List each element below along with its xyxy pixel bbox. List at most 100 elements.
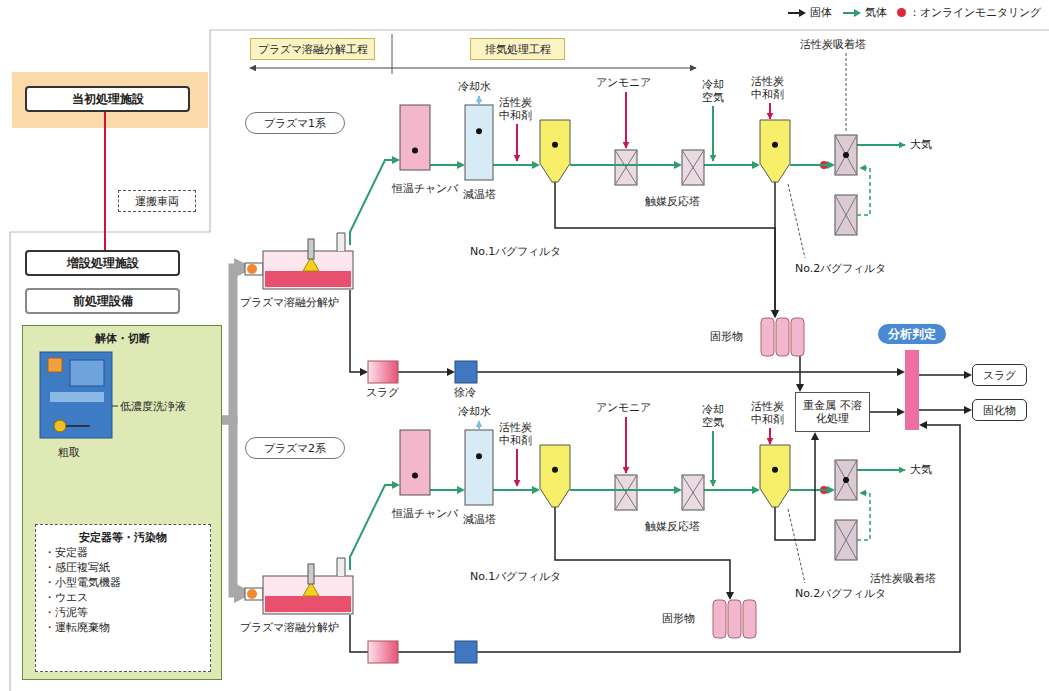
list-item: ・ウエス [44, 590, 202, 605]
stage-span-arrow [250, 68, 696, 69]
transport-box: 運搬車両 [118, 190, 196, 212]
input-label: 冷却 空気 [700, 78, 726, 104]
equipment-label: 触媒反応塔 [645, 195, 700, 208]
gas-flow-line [350, 160, 392, 245]
equipment-label: 徐冷 [454, 386, 476, 399]
equipment-label: 固形物 [710, 330, 743, 343]
box-label: スラグ [983, 369, 1016, 382]
system-label-box: プラズマ2系 [245, 437, 345, 459]
solids-silo: 固形物 [712, 600, 757, 638]
furnace-shape [245, 570, 355, 615]
output-box: スラグ [972, 364, 1027, 386]
gas-flow-line [704, 164, 752, 166]
ads-shape [835, 460, 857, 500]
equipment-label: スラグ [366, 386, 399, 399]
output-label: 大気 [910, 463, 932, 476]
box-label: 増設処理施設 [67, 257, 139, 270]
stage-header: 排気処理工程 [470, 38, 565, 60]
bf-shape [760, 120, 790, 182]
equipment-label: 減温塔 [463, 513, 496, 526]
legend-item: ：オンラインモニタリング [897, 5, 1041, 20]
carbon-adsorber: 活性炭吸着塔 [835, 135, 857, 175]
part-label: 低濃度洗浄液 [120, 400, 186, 413]
gas-flow-line [790, 489, 827, 491]
equipment-label: No.2バグフィルタ [795, 587, 886, 600]
cooling-tower: 減温塔 [465, 430, 493, 505]
furnace-shape [245, 245, 355, 290]
catalyst-tower: 触媒反応塔 [682, 150, 704, 185]
box-label: 前処理設備 [73, 295, 133, 308]
chamber-unit: 恒温チャンバ [400, 430, 430, 495]
cooling-tower: 減温塔 [465, 105, 493, 180]
dismantling-machine [40, 352, 118, 438]
transfer-arrow [222, 268, 234, 420]
output-label: 大気 [910, 138, 932, 151]
exhaust-line-details [479, 92, 905, 258]
input-label: 冷却水 [458, 80, 491, 93]
input-label: 冷却水 [458, 405, 491, 418]
slag-shape [368, 361, 398, 383]
legend-text: 固体 [810, 5, 832, 20]
input-label: 活性炭 中和剤 [497, 421, 534, 447]
plasma-furnace: プラズマ溶融分解炉 [245, 245, 355, 290]
solid-flow-line [350, 425, 960, 652]
silo-shape [760, 318, 805, 356]
chamber-unit: 恒温チャンバ [400, 105, 430, 170]
gas-flow-line [430, 489, 457, 491]
gas-flow-line [430, 164, 457, 166]
solids-silo: 固形物 [760, 318, 805, 356]
solid-flow-line [919, 409, 964, 411]
solid-flow-line [799, 356, 801, 384]
gas-flow-line [570, 164, 674, 166]
box-label: プラズマ2系 [264, 442, 326, 455]
bag-filter: No.1バグフィルタ [540, 445, 570, 507]
existing-facility-ground [12, 72, 208, 128]
equipment-label: 活性炭吸着塔 [800, 38, 866, 51]
waste-list-box: 安定器等・汚染物・安定器・感圧複写紙・小型電気機器・ウエス・汚泥等・運転廃棄物 [35, 524, 211, 672]
bf-shape [540, 120, 570, 182]
legend-item: 気体 [842, 5, 887, 20]
equipment-label: No.1バグフィルタ [470, 570, 561, 583]
box-label: 運搬車両 [135, 195, 179, 208]
catalyst-tower: 触媒反応塔 [682, 475, 704, 510]
equipment-label: プラズマ溶融分解炉 [240, 621, 339, 634]
bag-filter: No.2バグフィルタ [760, 445, 790, 507]
plasma-furnace: プラズマ溶融分解炉 [245, 570, 355, 615]
facility-box: 増設処理施設 [25, 250, 180, 276]
cat-shape [682, 475, 704, 510]
panel-heading: 解体・切断 [23, 332, 221, 346]
equipment-label: 触媒反応塔 [645, 520, 700, 533]
equipment-label: 固形物 [662, 612, 695, 625]
frame-line [10, 30, 1049, 691]
equipment-label: プラズマ溶融分解炉 [240, 296, 339, 309]
bag-filter: No.1バグフィルタ [540, 120, 570, 182]
slag-container [368, 641, 398, 663]
list-item: ・小型電気機器 [44, 575, 202, 590]
pretreatment-panel-ground [22, 325, 222, 680]
equipment-label: 活性炭吸着塔 [870, 572, 936, 585]
bf-shape [540, 445, 570, 507]
tower-shape [465, 430, 493, 505]
solid-flow-line [870, 411, 897, 413]
input-label: アンモニア [596, 76, 651, 89]
input-label: 活性炭 中和剤 [497, 96, 534, 122]
gas-flow-line [570, 489, 674, 491]
box-label: 排気処理工程 [485, 43, 551, 56]
list-heading: 安定器等・汚染物 [44, 530, 202, 545]
equipment-label: No.1バグフィルタ [470, 245, 561, 258]
chamber-shape [400, 105, 430, 170]
stage-header: プラズマ溶融分解工程 [250, 38, 375, 60]
legend-text: 気体 [865, 5, 887, 20]
gas-flow-line [704, 489, 752, 491]
leader-line [846, 53, 847, 132]
gas-flow-line [493, 164, 532, 166]
box-label: プラズマ1系 [264, 117, 326, 130]
ads-shape [835, 135, 857, 175]
carbon-adsorber: 活性炭吸着塔 [835, 460, 857, 500]
legend-line-sample [787, 8, 807, 18]
legend-line-sample [842, 8, 862, 18]
solid-flow-line [555, 507, 730, 592]
process-box: 重金属 不溶化処理 [795, 392, 870, 432]
bag-filter: No.2バグフィルタ [760, 120, 790, 182]
silo-shape [712, 600, 757, 638]
